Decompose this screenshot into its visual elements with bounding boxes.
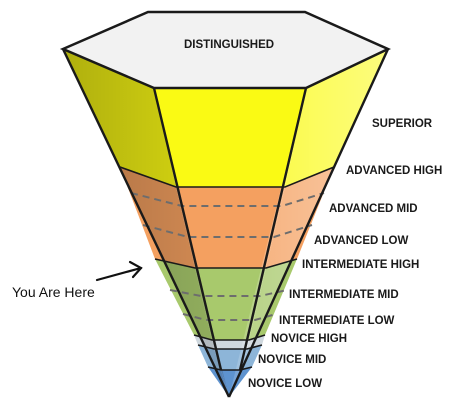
you-are-here-marker: You Are Here [12, 260, 143, 300]
label-advanced-high: ADVANCED HIGH [346, 165, 442, 177]
you-are-here-label: You Are Here [12, 284, 95, 300]
label-distinguished: DISTINGUISHED [184, 39, 274, 51]
sublevel-dashes [130, 192, 325, 321]
label-novice-low: NOVICE LOW [248, 378, 322, 390]
cone-edges [61, 48, 390, 398]
label-advanced-mid: ADVANCED MID [329, 203, 418, 215]
label-intermediate-low: INTERMEDIATE LOW [279, 315, 395, 327]
label-novice-mid: NOVICE MID [258, 354, 326, 366]
label-novice-high: NOVICE HIGH [271, 333, 347, 345]
label-superior: SUPERIOR [372, 118, 433, 130]
label-intermediate-high: INTERMEDIATE HIGH [302, 259, 419, 271]
label-advanced-low: ADVANCED LOW [314, 235, 408, 247]
arrow-icon [95, 260, 143, 282]
label-intermediate-mid: INTERMEDIATE MID [289, 289, 399, 301]
